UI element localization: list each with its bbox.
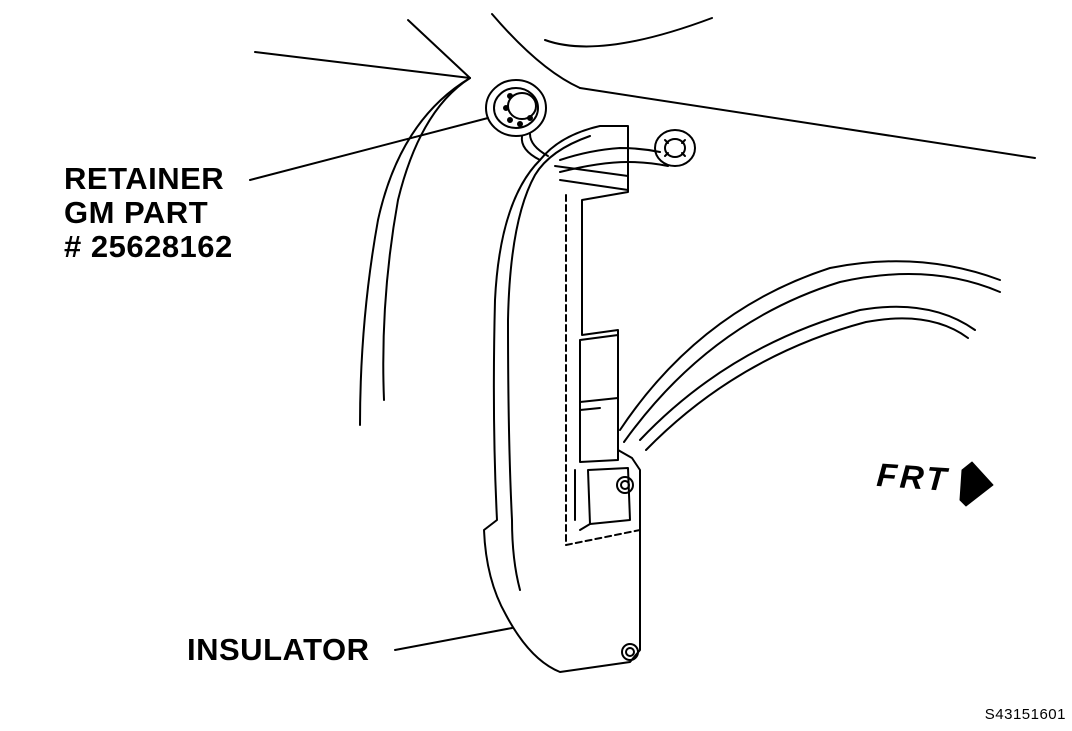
retainer-label-line2: GM PART — [64, 195, 209, 230]
insulator-callout: INSULATOR — [187, 632, 370, 667]
body-panel-outline — [254, 13, 1036, 426]
retainer-part-number: # 25628162 — [64, 229, 233, 264]
insulator-strap — [559, 129, 696, 173]
arrow-right-icon — [959, 461, 994, 507]
push-in-retainer-icon — [485, 79, 549, 161]
wheel-opening — [619, 260, 1001, 451]
fastener-bolts — [616, 476, 639, 661]
insulator-part — [483, 125, 641, 673]
retainer-callout: RETAINER GM PART # 25628162 — [64, 162, 233, 264]
retainer-label-line1: RETAINER — [64, 161, 225, 196]
front-direction-label: FRT — [875, 456, 951, 498]
figure-id: S43151601 — [984, 706, 1066, 723]
leader-lines — [249, 117, 513, 651]
